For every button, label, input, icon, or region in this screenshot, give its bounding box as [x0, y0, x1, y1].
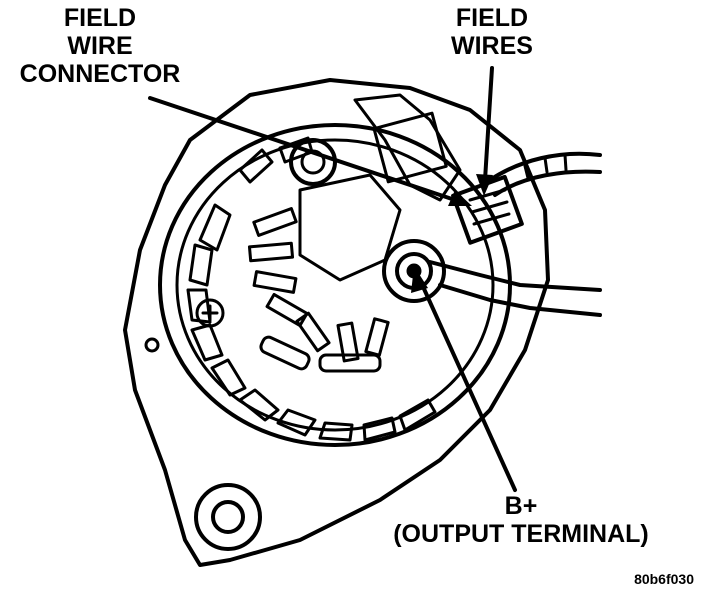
housing-rim — [158, 123, 512, 447]
label-line: WIRE — [67, 32, 133, 60]
label-output-terminal: B+ (OUTPUT TERMINAL) — [378, 494, 664, 550]
housing-inner-rim — [175, 138, 495, 432]
label-field-wire-connector: FIELD WIRE CONNECTOR — [0, 6, 200, 90]
label-line: FIELD — [455, 4, 529, 32]
inner-vent-slots — [247, 207, 390, 373]
arrow-output-terminal — [418, 278, 517, 492]
alternator-housing — [123, 78, 550, 567]
output-cable — [428, 260, 602, 317]
outer-vent-slots — [186, 136, 437, 442]
brush-holder-bolt — [289, 138, 337, 186]
label-line: B+ — [504, 492, 538, 520]
label-line: CONNECTOR — [19, 60, 181, 88]
regulator-box — [372, 111, 448, 184]
field-connector-plug — [451, 174, 524, 245]
field-wire-harness — [488, 151, 602, 197]
figure-code: 80b6f030 — [634, 571, 694, 587]
output-terminal-stud — [382, 239, 446, 303]
label-field-wires: FIELD WIRES — [436, 6, 548, 62]
leader-arrows — [148, 66, 517, 492]
mounting-screw — [195, 298, 225, 328]
label-line: WIRES — [451, 32, 533, 60]
mounting-ear — [194, 483, 262, 551]
arrow-field-wires — [483, 66, 494, 182]
label-line: (OUTPUT TERMINAL) — [393, 520, 649, 548]
upper-bracket — [353, 93, 462, 202]
label-line: FIELD — [63, 4, 137, 32]
arrow-field-wire-connector — [148, 96, 457, 202]
